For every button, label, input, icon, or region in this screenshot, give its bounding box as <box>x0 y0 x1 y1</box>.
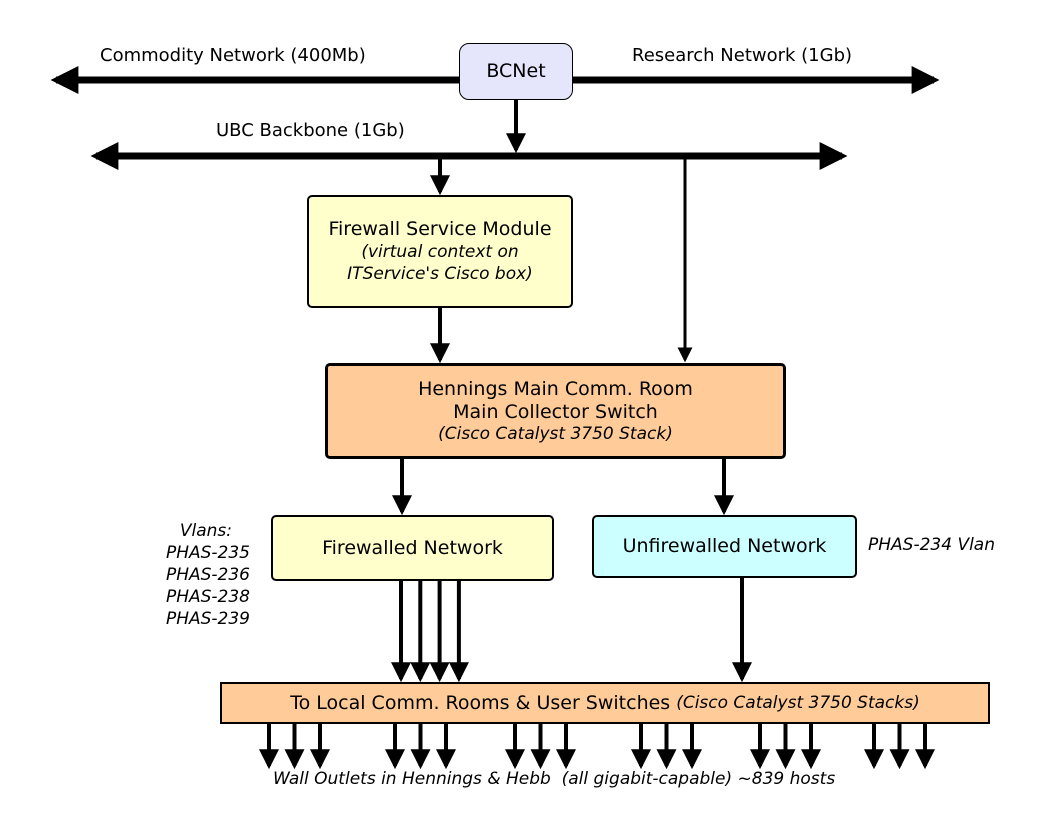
unfirewalled-network-node: Unfirewalled Network <box>592 515 857 578</box>
firewall-service-module-node: Firewall Service Module (virtual context… <box>307 195 573 308</box>
ubc-backbone-label: UBC Backbone (1Gb) <box>216 120 405 141</box>
local-switches-subtitle: (Cisco Catalyst 3750 Stacks) <box>676 692 920 713</box>
fsm-subtitle-line2: ITService's Cisco box) <box>347 263 533 284</box>
bcnet-node: BCNet <box>459 43 573 100</box>
research-network-label: Research Network (1Gb) <box>632 45 853 66</box>
firewalled-network-label: Firewalled Network <box>322 536 503 559</box>
collector-line2: Main Collector Switch <box>453 400 658 423</box>
unfirewalled-network-label: Unfirewalled Network <box>622 535 827 558</box>
local-switches-label: To Local Comm. Rooms & User Switches <box>290 691 671 714</box>
main-collector-switch-node: Hennings Main Comm. Room Main Collector … <box>325 363 786 459</box>
vlan-item: PHAS-236 <box>165 565 250 585</box>
unfirewalled-vlan-annotation: PHAS-234 Vlan <box>868 535 995 555</box>
fsm-subtitle-line1: (virtual context on <box>361 241 519 262</box>
vlan-item: PHAS-238 <box>165 587 250 607</box>
fsm-title: Firewall Service Module <box>328 218 552 240</box>
vlans-heading: Vlans: <box>179 521 232 541</box>
vlan-item: PHAS-239 <box>165 609 250 629</box>
wall-outlets-annotation: Wall Outlets in Hennings & Hebb (all gig… <box>273 769 836 789</box>
local-switches-node: To Local Comm. Rooms & User Switches (Ci… <box>220 682 990 724</box>
vlan-item: PHAS-235 <box>165 543 250 563</box>
collector-subtitle: (Cisco Catalyst 3750 Stack) <box>438 423 673 444</box>
collector-line1: Hennings Main Comm. Room <box>418 378 693 400</box>
firewalled-network-node: Firewalled Network <box>271 515 554 581</box>
commodity-network-label: Commodity Network (400Mb) <box>100 45 366 66</box>
firewalled-vlans-annotation: Vlans: PHAS-235 PHAS-236 PHAS-238 PHAS-2… <box>158 520 250 630</box>
bcnet-label: BCNet <box>486 60 546 83</box>
